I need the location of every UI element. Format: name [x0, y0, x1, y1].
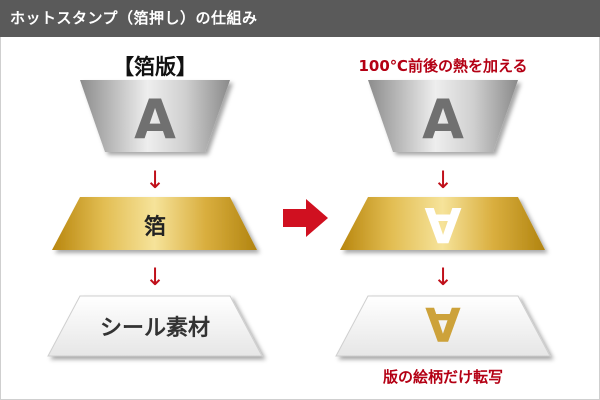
left-material: [47, 295, 263, 357]
right-plate: [368, 80, 518, 152]
down-arrow-2: ↓: [145, 263, 165, 291]
result-caption: 版の絵柄だけ転写: [383, 368, 503, 386]
left-foil: [52, 197, 257, 250]
transfer-arrow: [283, 199, 328, 237]
right-foil: [340, 197, 545, 250]
page-title: ホットスタンプ（箔押し）の仕組み: [10, 9, 258, 27]
heat-caption: 100℃前後の熱を加える: [358, 57, 527, 75]
plate-label: 【箔版】: [113, 55, 197, 79]
down-arrow-1: ↓: [145, 166, 165, 194]
down-arrow-4: ↓: [433, 263, 453, 291]
down-arrow-3: ↓: [433, 166, 453, 194]
right-material: [335, 295, 551, 357]
right-plate-letter: A: [422, 88, 464, 151]
foil-label: 箔: [144, 214, 166, 240]
left-plate: [80, 80, 230, 152]
foil-cutout-letter: A: [424, 196, 461, 252]
left-plate-letter: A: [134, 88, 176, 151]
header-bar: ホットスタンプ（箔押し）の仕組み: [0, 0, 600, 37]
transferred-gold-letter: A: [425, 297, 461, 351]
material-label: シール素材: [100, 315, 210, 341]
